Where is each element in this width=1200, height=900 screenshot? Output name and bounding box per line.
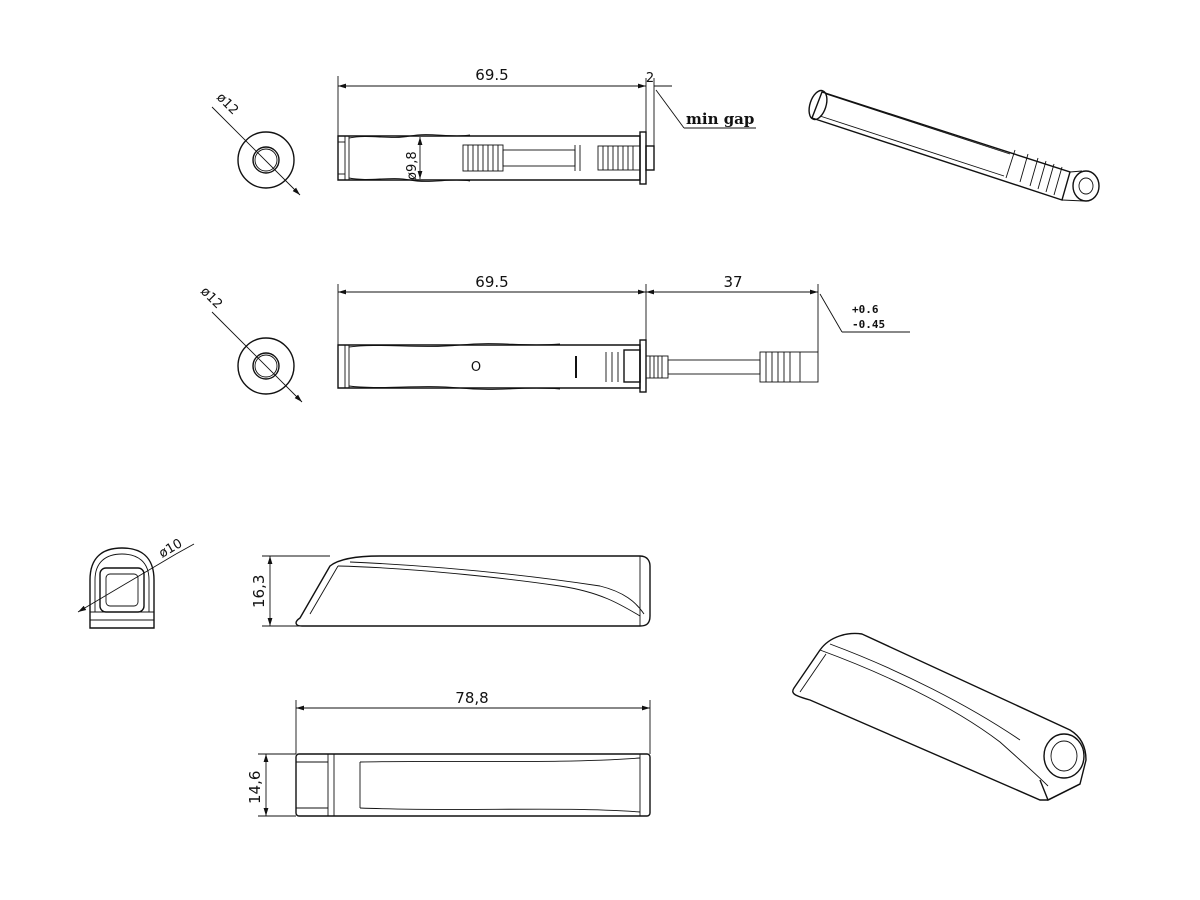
end-view-circle-1: ø12 <box>211 90 301 196</box>
housing-length-label: 78,8 <box>455 689 488 707</box>
plunger-side-view-extended: O <box>337 339 819 393</box>
dimension-length-2: 69.5 37 +0.6 -0.45 <box>337 273 910 352</box>
length-label-2: 69.5 <box>475 273 508 291</box>
stroke-label: 37 <box>723 273 742 291</box>
gap-label: 2 <box>646 71 654 86</box>
housing-top-view: 78,8 14,6 <box>246 689 651 817</box>
housing-end-view: ø10 <box>77 536 195 629</box>
housing-width-label: 14,6 <box>246 771 264 804</box>
dimension-length-1: 69.5 2 min gap <box>337 66 756 146</box>
plunger-isometric <box>808 89 1100 202</box>
diameter-label-1: ø12 <box>213 90 241 118</box>
tolerance-plus: +0.6 <box>852 303 879 316</box>
tolerance-minus: -0.45 <box>852 318 885 331</box>
housing-side-view: 16,3 <box>250 555 651 627</box>
housing-diameter-label: ø10 <box>157 536 186 561</box>
inner-diameter-label: ø9,8 <box>405 151 420 180</box>
end-view-circle-2: ø12 <box>197 284 303 403</box>
housing-height-label: 16,3 <box>250 575 268 608</box>
diameter-label-2: ø12 <box>197 284 225 312</box>
housing-isometric <box>792 632 1087 801</box>
min-gap-label: min gap <box>686 110 754 128</box>
length-label-1: 69.5 <box>475 66 508 84</box>
body-mark: O <box>471 360 481 375</box>
plunger-side-view-compressed: ø9,8 <box>337 131 655 185</box>
